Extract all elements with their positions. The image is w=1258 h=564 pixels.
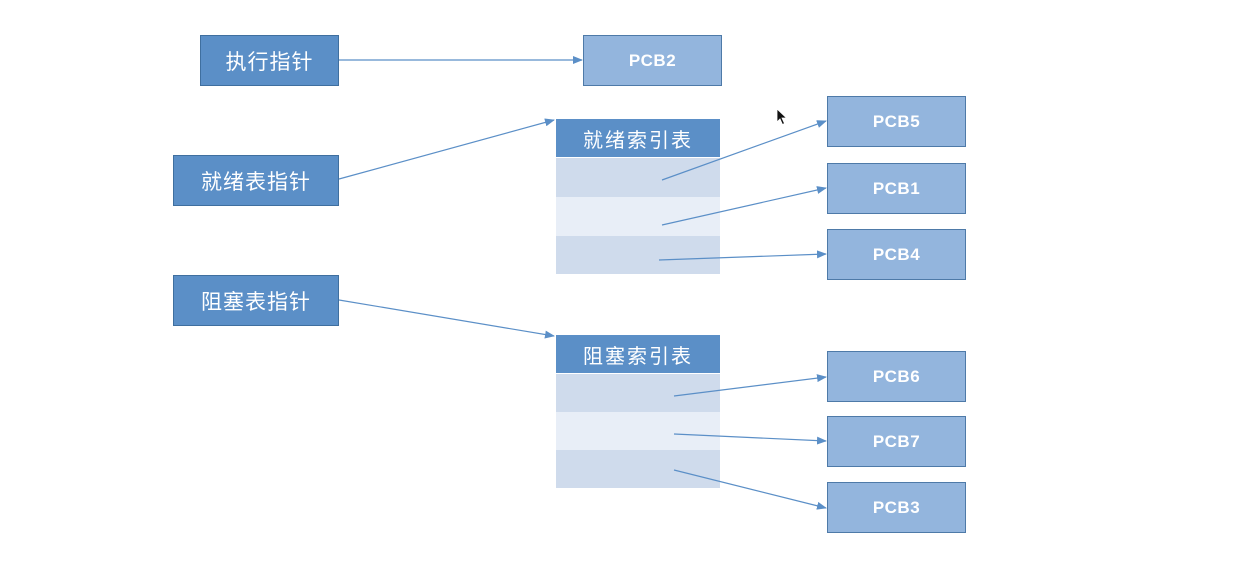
pcb2-box: PCB2: [583, 35, 722, 86]
pcb3-box: PCB3: [827, 482, 966, 533]
pcb5-box: PCB5: [827, 96, 966, 147]
ready-index-row-3: [556, 236, 720, 274]
ready-pointer-box: 就绪表指针: [173, 155, 339, 206]
exec-pointer-label: 执行指针: [225, 49, 314, 74]
ready-index-title: 就绪索引表: [556, 119, 720, 157]
blocked-index-row-1: [556, 374, 720, 412]
blocked-index-title: 阻塞索引表: [556, 335, 720, 373]
pcb6-box: PCB6: [827, 351, 966, 402]
ready-pointer-label: 就绪表指针: [201, 169, 311, 194]
pcb1-label: PCB1: [872, 178, 921, 198]
pcb2-label: PCB2: [628, 50, 677, 70]
pcb6-label: PCB6: [872, 366, 921, 386]
pcb1-box: PCB1: [827, 163, 966, 214]
exec-pointer-box: 执行指针: [200, 35, 339, 86]
mouse-pointer-icon: [776, 108, 788, 126]
pcb7-box: PCB7: [827, 416, 966, 467]
ready-index-row-2: [556, 197, 720, 236]
pcb7-label: PCB7: [872, 431, 921, 451]
pcb3-label: PCB3: [872, 497, 921, 517]
arrow-ready-to-index: [338, 118, 555, 180]
pcb4-label: PCB4: [872, 244, 921, 264]
blocked-index-title-label: 阻塞索引表: [583, 343, 693, 368]
blocked-pointer-label: 阻塞表指针: [201, 289, 311, 314]
blocked-pointer-box: 阻塞表指针: [173, 275, 339, 326]
ready-index-row-1: [556, 158, 720, 197]
blocked-index-row-2: [556, 412, 720, 450]
ready-index-title-label: 就绪索引表: [583, 127, 693, 152]
pcb4-box: PCB4: [827, 229, 966, 280]
arrow-blocked-to-index: [338, 299, 555, 339]
blocked-index-row-3: [556, 450, 720, 488]
pcb5-label: PCB5: [872, 111, 921, 131]
